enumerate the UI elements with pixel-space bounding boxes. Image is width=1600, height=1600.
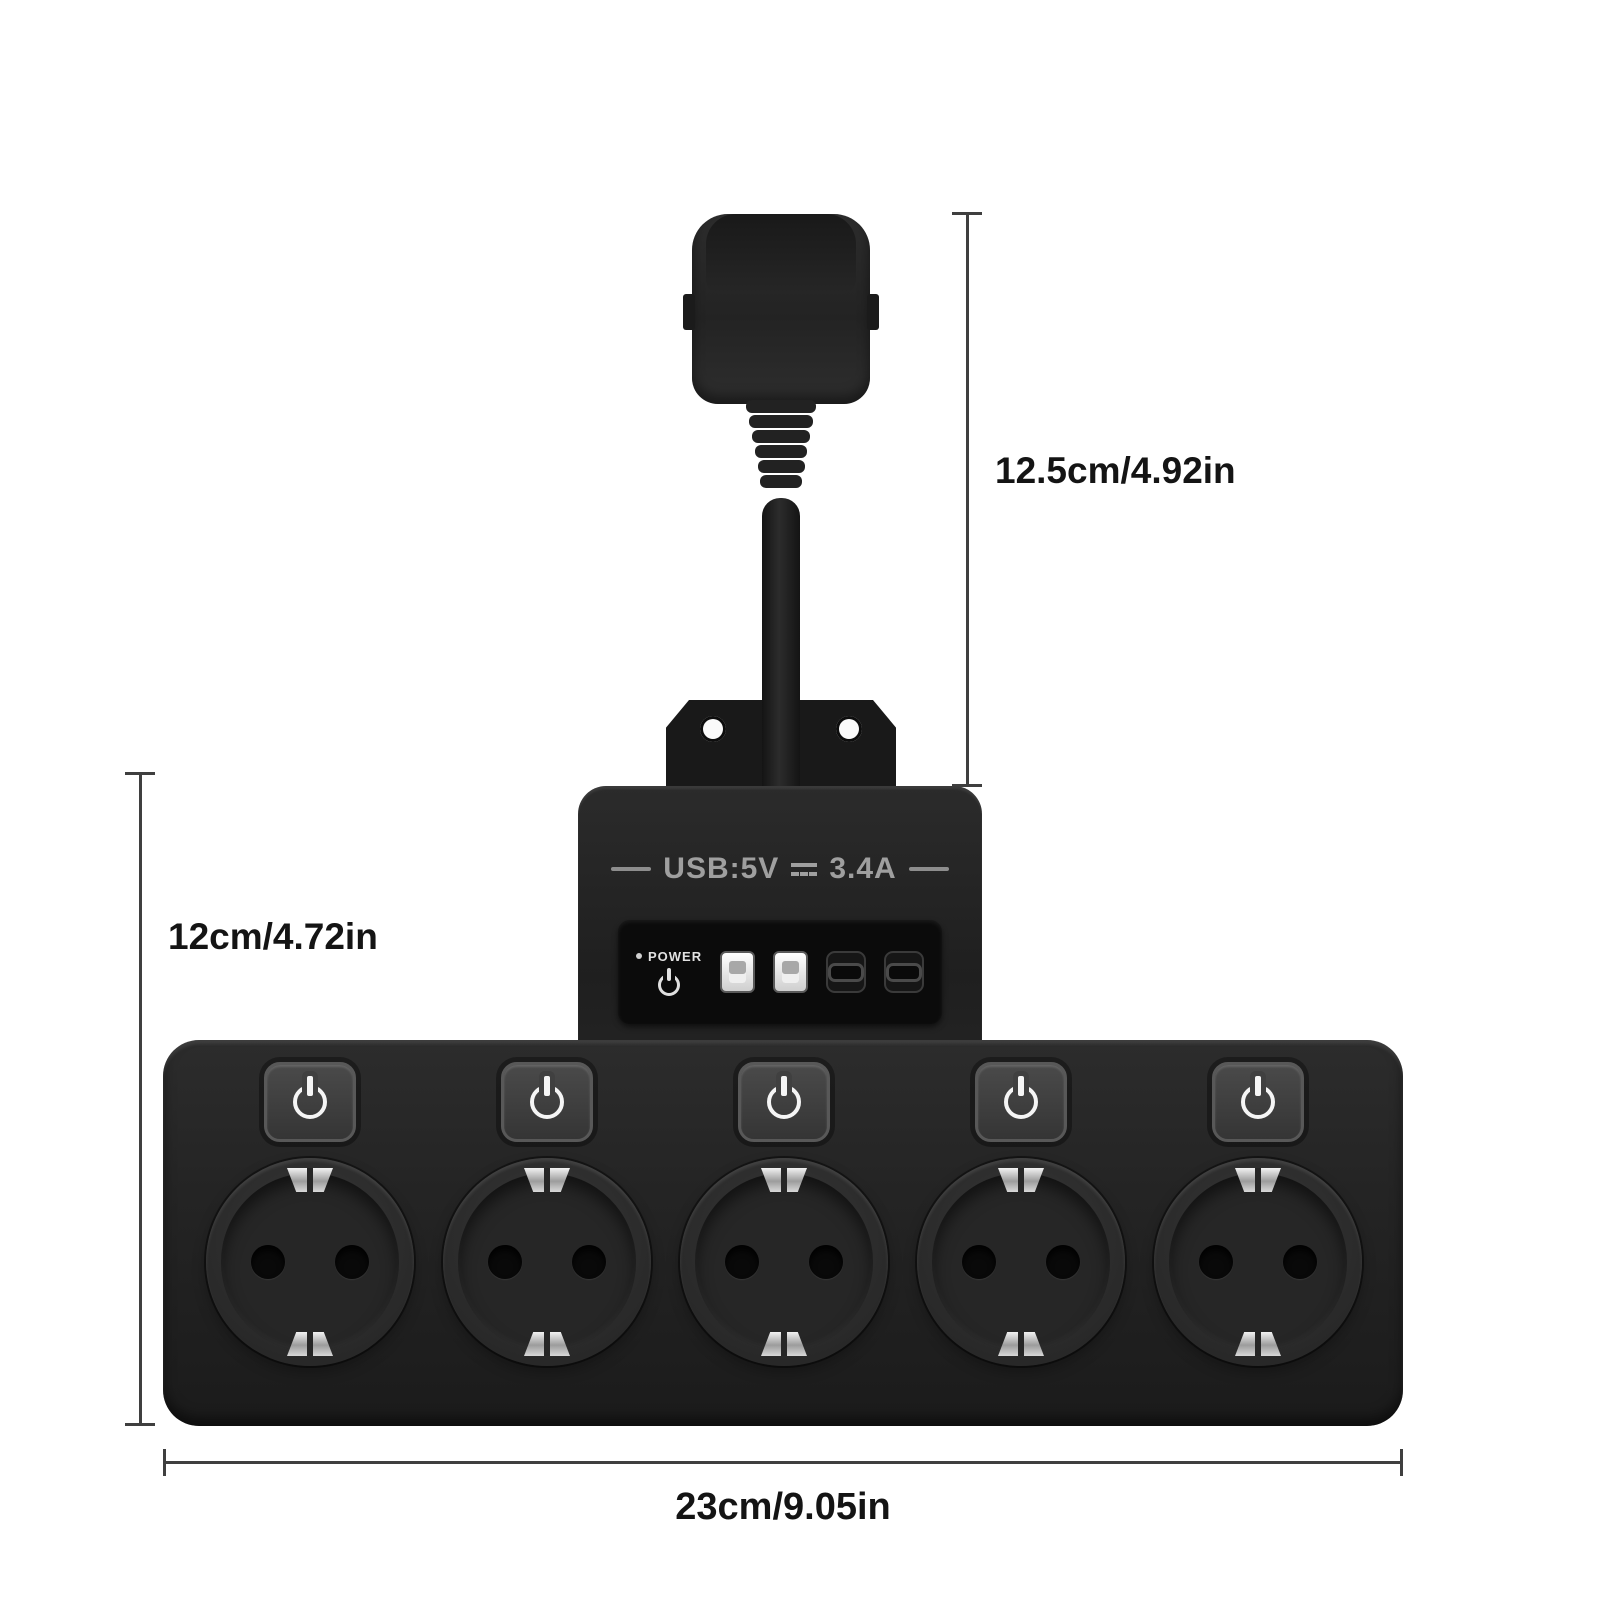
usb-c-port — [826, 951, 866, 993]
dimension-cap-top — [125, 772, 155, 775]
usb-c-port — [884, 951, 924, 993]
screw-hole-left — [700, 716, 726, 742]
ground-clip-icon — [287, 1168, 333, 1192]
socket-recess — [458, 1168, 636, 1356]
ground-clip-icon — [998, 1168, 1044, 1192]
power-switch — [264, 1062, 356, 1142]
power-indicator-row: POWER — [636, 949, 702, 964]
socket-pin-hole — [251, 1245, 285, 1279]
power-icon — [293, 1085, 327, 1119]
ground-clip-icon — [761, 1168, 807, 1192]
usb-rating-prefix: USB:5V — [663, 852, 780, 885]
socket-recess — [695, 1168, 873, 1356]
strain-rib — [757, 460, 805, 473]
power-switch — [738, 1062, 830, 1142]
dc-symbol-icon — [791, 862, 818, 876]
schuko-socket — [206, 1158, 414, 1366]
power-icon — [767, 1085, 801, 1119]
dimension-line-cable-length — [966, 213, 969, 786]
dimension-line-body-width — [164, 1461, 1402, 1464]
strain-rib — [760, 475, 802, 488]
dimension-label-cable-length: 12.5cm/4.92in — [995, 450, 1236, 491]
schuko-socket — [443, 1158, 651, 1366]
ground-clip-icon — [1235, 1168, 1281, 1192]
strain-rib — [755, 445, 807, 458]
usb-rating-suffix: 3.4A — [829, 852, 897, 885]
schuko-socket — [1154, 1158, 1362, 1366]
power-icon — [1241, 1085, 1275, 1119]
usb-a-port — [773, 951, 808, 993]
socket-pin-hole — [1046, 1245, 1080, 1279]
dimension-cap-right — [1400, 1449, 1403, 1476]
ground-clip-icon — [1235, 1332, 1281, 1356]
power-indicator: POWER — [636, 949, 702, 996]
ground-clip-icon — [287, 1332, 333, 1356]
socket-pin-hole — [962, 1245, 996, 1279]
dimension-cap-left — [163, 1449, 166, 1476]
socket-recess — [1169, 1168, 1347, 1356]
power-switch — [975, 1062, 1067, 1142]
plug-side-tab-right — [867, 294, 879, 330]
socket-recess — [932, 1168, 1110, 1356]
ground-clip-icon — [524, 1168, 570, 1192]
dimension-cap-bottom — [952, 784, 982, 787]
usb-module: USB:5V 3.4A POWER — [578, 786, 982, 1058]
cable-strain-relief — [745, 400, 817, 502]
plug-side-tab-left — [683, 294, 695, 330]
socket-pin-hole — [488, 1245, 522, 1279]
socket-pin-hole — [725, 1245, 759, 1279]
power-icon — [658, 973, 681, 996]
power-icon — [1004, 1085, 1038, 1119]
power-icon — [530, 1085, 564, 1119]
strain-rib — [749, 415, 813, 428]
power-switch — [501, 1062, 593, 1142]
dimension-line-body-height — [139, 773, 142, 1425]
dimension-label-body-width: 23cm/9.05in — [675, 1486, 891, 1528]
plug-top-cap — [706, 214, 856, 294]
socket-pin-hole — [1283, 1245, 1317, 1279]
ground-clip-icon — [998, 1332, 1044, 1356]
socket-pin-hole — [335, 1245, 369, 1279]
power-indicator-label: POWER — [648, 948, 703, 964]
screw-hole-right — [836, 716, 862, 742]
usb-rating-label: USB:5V 3.4A — [578, 852, 982, 886]
rating-dash-right — [908, 867, 949, 871]
rating-dash-left — [611, 867, 652, 871]
indicator-dot-icon — [636, 953, 642, 959]
ground-clip-icon — [761, 1332, 807, 1356]
strain-rib — [752, 430, 810, 443]
dimension-cap-bottom — [125, 1423, 155, 1426]
usb-ports-panel: POWER — [618, 920, 942, 1024]
socket-recess — [221, 1168, 399, 1356]
schuko-socket — [680, 1158, 888, 1366]
eu-plug — [683, 214, 879, 404]
socket-pin-hole — [809, 1245, 843, 1279]
power-switch — [1212, 1062, 1304, 1142]
dimension-cap-top — [952, 212, 982, 215]
power-cable — [762, 498, 800, 794]
socket-pin-hole — [1199, 1245, 1233, 1279]
dimension-label-body-height: 12cm/4.72in — [168, 916, 378, 957]
socket-pin-hole — [572, 1245, 606, 1279]
strain-rib — [746, 400, 816, 413]
schuko-socket — [917, 1158, 1125, 1366]
usb-a-port — [720, 951, 756, 993]
ground-clip-icon — [524, 1332, 570, 1356]
